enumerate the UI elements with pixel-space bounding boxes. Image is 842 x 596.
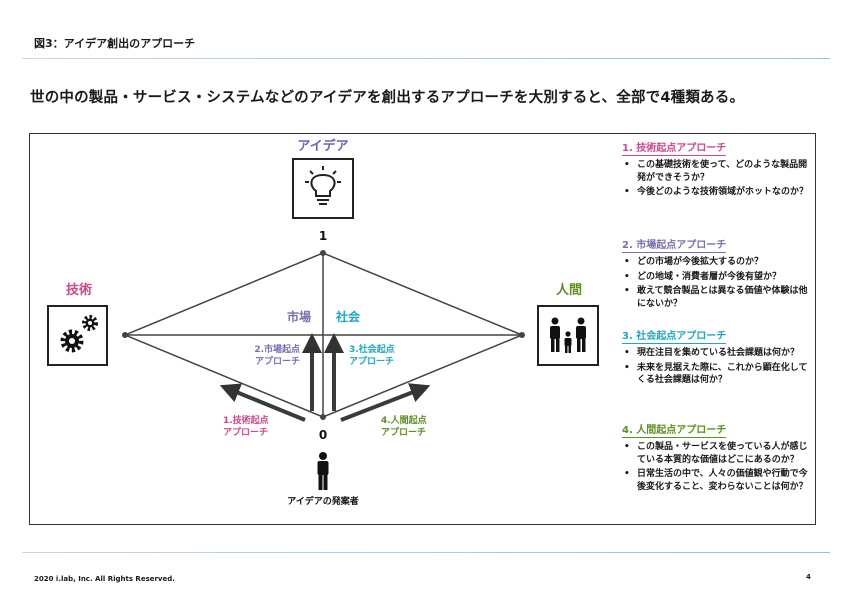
human-arrow <box>340 383 431 422</box>
figure-title: 図3：アイデア創出のアプローチ <box>34 37 196 50</box>
market-approach-list: どの市場が今後拡大するのか？ どの地域・消費者層が今後有望か？ 敢えて競合製品と… <box>622 256 808 310</box>
list-item: 今後どのような技術領域がホットなのか？ <box>622 186 808 199</box>
tech-arrow-label-1: 1.技術起点 <box>223 414 269 426</box>
headline: 世の中の製品・サービス・システムなどのアイデアを創出するアプローチを大別すると、… <box>30 90 745 106</box>
tech-label: 技術 <box>66 282 92 298</box>
market-approach-title: 2. 市場起点アプローチ <box>622 236 727 253</box>
tech-approach-title: 1. 技術起点アプローチ <box>622 139 727 156</box>
header-divider <box>22 58 830 59</box>
vertex-top <box>320 250 326 256</box>
market-approach-section: 2. 市場起点アプローチ どの市場が今後拡大するのか？ どの地域・消費者層が今後… <box>622 233 808 312</box>
human-arrow-label-2: アプローチ <box>381 426 426 438</box>
vertex-bottom <box>320 414 326 420</box>
society-arrow-label-2: アプローチ <box>349 355 394 367</box>
list-item: どの地域・消費者層が今後有望か？ <box>622 271 808 284</box>
society-approach-list: 現在注目を集めている社会課題は何か？ 未来を見据えた際に、これから顕在化してくる… <box>622 347 808 387</box>
idea-label: アイデア <box>297 138 348 154</box>
diamond-shape <box>124 252 523 418</box>
market-arrow-label-2: アプローチ <box>255 355 300 367</box>
approach-arrows <box>219 333 431 422</box>
value-one-label: 1 <box>319 229 327 243</box>
lightbulb-icon <box>292 158 354 219</box>
human-approach-section: 4. 人間起点アプローチ この製品・サービスを使っている人が感じている本質的な価… <box>622 418 808 495</box>
list-item: この製品・サービスを使っている人が感じている本質的な価値はどこにあるのか？ <box>622 441 808 466</box>
market-label: 市場 <box>287 309 311 324</box>
society-arrow-label-1: 3.社会起点 <box>349 343 395 355</box>
approach-diagram: アイデア 1 技術 人間 市場 <box>47 138 599 507</box>
footer-divider <box>22 552 830 553</box>
human-arrow-label-1: 4.人間起点 <box>381 414 427 426</box>
human-label: 人間 <box>556 282 582 298</box>
society-label: 社会 <box>335 309 361 324</box>
tech-arrow <box>219 383 306 422</box>
list-item: 現在注目を集めている社会課題は何か？ <box>622 347 808 360</box>
tech-arrow-label-2: アプローチ <box>223 426 268 438</box>
list-item: どの市場が今後拡大するのか？ <box>622 256 808 269</box>
human-approach-list: この製品・サービスを使っている人が感じている本質的な価値はどこにあるのか？ 日常… <box>622 441 808 493</box>
list-item: この基礎技術を使って、どのような製品開発ができそうか？ <box>622 159 808 184</box>
society-approach-section: 3. 社会起点アプローチ 現在注目を集めている社会課題は何か？ 未来を見据えた際… <box>622 324 808 389</box>
gears-icon <box>47 305 108 366</box>
diagram-frame <box>29 133 816 525</box>
family-icon <box>537 305 599 366</box>
human-approach-title: 4. 人間起点アプローチ <box>622 421 727 438</box>
originator-label: アイデアの発案者 <box>287 495 359 507</box>
copyright-text: 2020 i.lab, Inc. All Rights Reserved. <box>34 575 175 583</box>
value-zero-label: 0 <box>319 428 327 442</box>
page-number: 4 <box>806 573 811 581</box>
vertex-right <box>519 332 525 338</box>
list-item: 日常生活の中で、人々の価値観や行動で今後変化すること、変わらないことは何か？ <box>622 468 808 493</box>
list-item: 未来を見据えた際に、これから顕在化してくる社会課題は何か？ <box>622 362 808 387</box>
market-arrow-label-1: 2.市場起点 <box>254 343 300 355</box>
vertex-left <box>122 332 128 338</box>
person-icon <box>317 452 329 490</box>
list-item: 敢えて競合製品とは異なる価値や体験は他にないか？ <box>622 285 808 310</box>
tech-approach-list: この基礎技術を使って、どのような製品開発ができそうか？ 今後どのような技術領域が… <box>622 159 808 199</box>
tech-approach-section: 1. 技術起点アプローチ この基礎技術を使って、どのような製品開発ができそうか？… <box>622 136 808 201</box>
society-approach-title: 3. 社会起点アプローチ <box>622 327 727 344</box>
